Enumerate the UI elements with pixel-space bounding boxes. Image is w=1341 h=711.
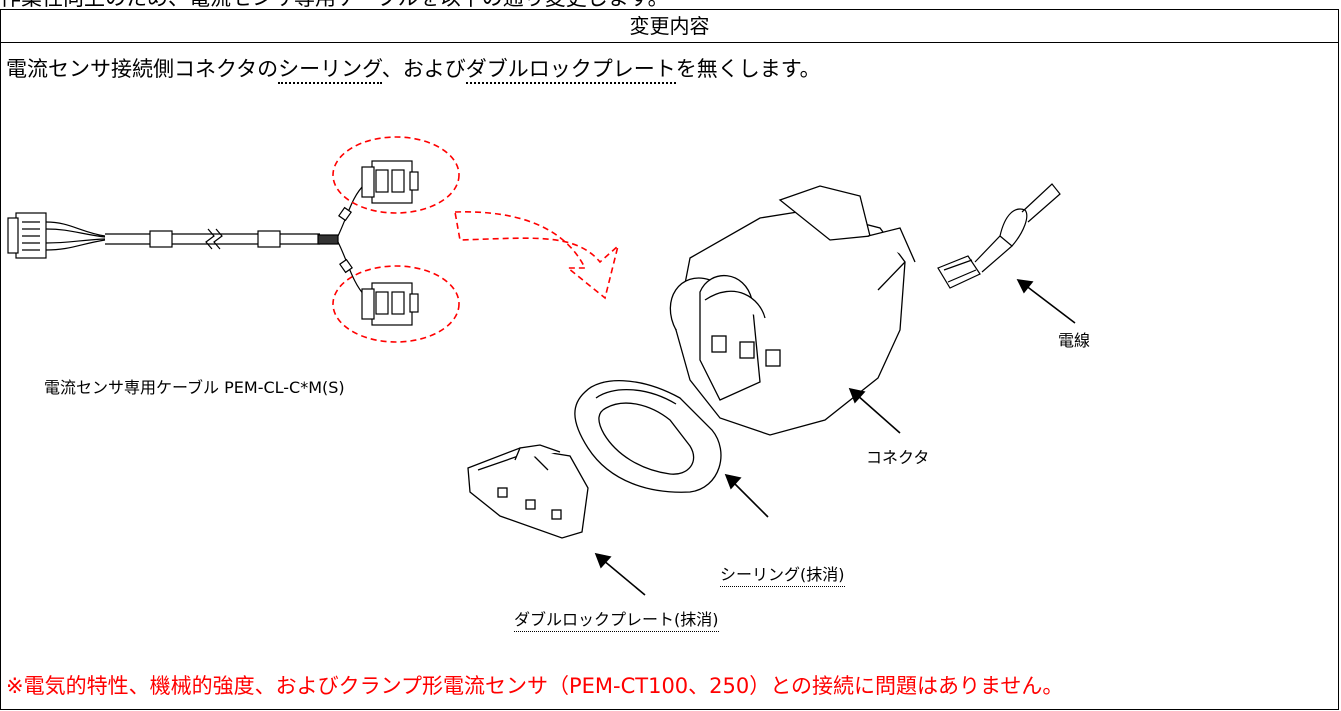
- lead-part-3: を無くします。: [675, 57, 821, 81]
- connector-label: コネクタ: [866, 448, 930, 467]
- wire-illustration: [937, 183, 1061, 289]
- double-lock-label: ダブルロックプレート(抹消): [514, 606, 719, 632]
- curved-arrow: [454, 211, 620, 300]
- lead-part-2: 、および: [381, 57, 466, 81]
- change-content-table: 変更内容: [0, 9, 1339, 710]
- sealing-label: シーリング(抹消): [720, 561, 845, 587]
- double-lock-plate-illustration: [467, 444, 589, 539]
- cable-illustration: [7, 160, 419, 326]
- highlight-circle-lower: [332, 265, 460, 343]
- highlight-circle-upper: [332, 136, 460, 214]
- top-partial-text: 作業性向上のため、電流センサ専用ケーブルを以下の通り変更します。: [0, 0, 1341, 10]
- highlight-marks: [332, 136, 620, 343]
- compatibility-note: ※電気的特性、機械的強度、およびクランプ形電流センサ（PEM-CT100、250…: [6, 674, 1064, 698]
- cable-label: 電流センサ専用ケーブル PEM-CL-C*M(S): [44, 378, 345, 397]
- leader-arrows: [594, 278, 1076, 596]
- connector-illustration: [669, 185, 916, 436]
- lead-term-sealing: シーリング: [278, 57, 382, 84]
- lead-part-1: 電流センサ接続側コネクタの: [6, 57, 279, 81]
- sealing-illustration: [574, 380, 722, 493]
- lead-sentence: 電流センサ接続側コネクタのシーリング、およびダブルロックプレートを無くします。: [6, 53, 821, 84]
- table-header: 変更内容: [1, 10, 1338, 43]
- wire-label: 電線: [1058, 331, 1091, 350]
- lead-term-double-lock: ダブルロックプレート: [465, 57, 676, 84]
